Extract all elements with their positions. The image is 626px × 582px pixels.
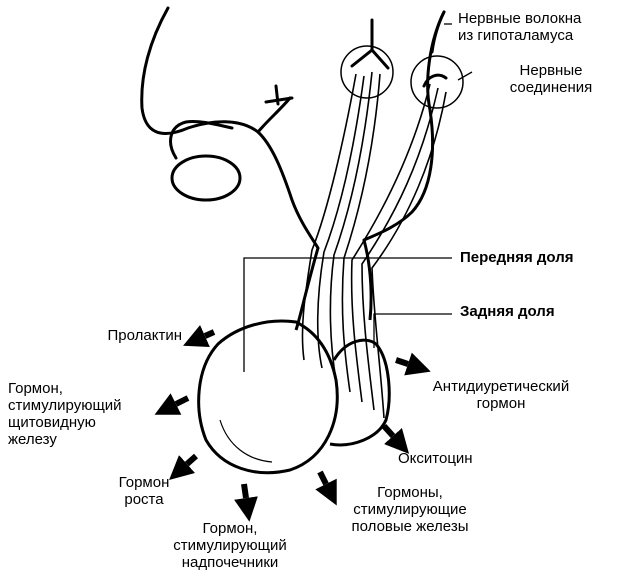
label-nerve-fibers: Нервные волокна из гипоталамуса <box>458 10 582 44</box>
arrow-prolactin <box>183 325 216 347</box>
nerve-connection-circles <box>340 45 464 109</box>
label-nerve-connections: Нервные соединения <box>509 62 593 96</box>
label-gonad-hormones: Гормоны, стимулирующие половые железы <box>351 484 469 535</box>
label-antidiuretic-hormone: Антидиуретический гормон <box>432 378 570 412</box>
label-growth-hormone: Гормон роста <box>118 474 170 508</box>
label-posterior-lobe: Задняя доля <box>460 303 555 320</box>
label-anterior-lobe: Передняя доля <box>460 249 574 266</box>
label-thyroid-hormone: Гормон, стимулирующий щитовидную железу <box>8 380 122 448</box>
label-prolactin: Пролактин <box>107 327 183 344</box>
arrow-adh <box>395 352 431 376</box>
arrow-gonads <box>315 470 337 506</box>
leader-lines <box>243 23 473 372</box>
anterior-lobe-shading <box>219 419 273 463</box>
anterior-lobe-shape <box>197 319 339 475</box>
stalk-fibers <box>301 71 447 419</box>
median-eminence <box>170 154 242 202</box>
arrow-growth <box>169 453 198 480</box>
nerve-endings <box>350 10 448 88</box>
posterior-lobe-shape <box>329 338 391 447</box>
arrow-thyroid <box>154 393 190 415</box>
arrow-adrenal <box>234 483 258 522</box>
hormone-arrows <box>154 325 431 522</box>
hypothalamus-outline <box>140 6 446 250</box>
stalk-outline <box>294 239 373 331</box>
label-oxytocin: Окситоцин <box>398 450 473 467</box>
label-adrenal-hormone: Гормон, стимулирующий надпочечники <box>173 520 287 571</box>
arrow-oxytocin <box>381 423 410 454</box>
